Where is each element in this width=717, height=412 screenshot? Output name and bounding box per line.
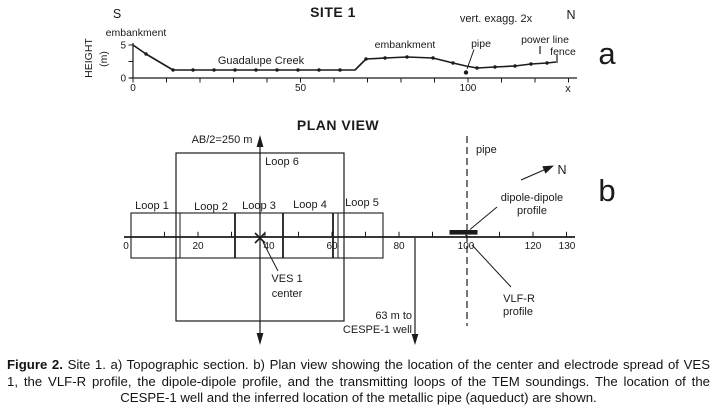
plan-view-title: PLAN VIEW xyxy=(297,117,380,133)
panel-b-plan-view: PLAN VIEW b AB/2=250 m Loop 6 Loop 1 Loo… xyxy=(123,117,616,345)
x-axis-end-label: x xyxy=(565,83,571,95)
caption-line-1: Figure 2. Site 1. a) Topographic section… xyxy=(7,357,710,374)
caption-line-2: 1, the VLF-R profile, the dipole-dipole … xyxy=(7,373,710,389)
loop-2-label: Loop 2 xyxy=(194,201,228,213)
panel-b-letter: b xyxy=(598,173,615,208)
plan-tick-130: 130 xyxy=(559,241,576,252)
x-tick-label-50: 50 xyxy=(295,83,307,94)
x-tick-label-100: 100 xyxy=(460,83,477,94)
profile-station-markers xyxy=(144,52,549,72)
spread-arrowhead-up xyxy=(256,135,264,147)
cespe-arrowhead xyxy=(411,334,419,345)
vlf-label-line2: profile xyxy=(503,306,533,318)
dipole-profile-bar xyxy=(449,230,478,235)
plan-tick-20: 20 xyxy=(192,241,204,252)
site-title: SITE 1 xyxy=(310,4,356,20)
power-line-label: power line xyxy=(521,34,569,46)
caption-line-1-text: Site 1. a) Topographic section. b) Plan … xyxy=(62,357,710,372)
plan-tick-100: 100 xyxy=(458,241,475,252)
cespe-label-line1: 63 m to xyxy=(375,310,412,322)
embankment-right-label: embankment xyxy=(375,39,436,51)
south-label: S xyxy=(113,7,121,21)
x-axis-ticks xyxy=(132,78,569,83)
x-tick-label-0: 0 xyxy=(130,83,136,94)
loop-1-label: Loop 1 xyxy=(135,200,169,212)
north-arrowhead xyxy=(542,165,554,174)
y-tick-label-0: 0 xyxy=(120,74,126,85)
dipole-leader-line xyxy=(469,206,498,230)
ab2-label: AB/2=250 m xyxy=(192,134,253,146)
ves-label-line1: VES 1 xyxy=(271,273,302,285)
panel-a-topographic-section: S SITE 1 vert. exagg. 2x N a embankment … xyxy=(83,4,616,95)
spread-arrowhead-down xyxy=(256,333,264,345)
plan-tick-80: 80 xyxy=(393,241,405,252)
pipe-dot xyxy=(463,70,469,75)
topographic-profile-line xyxy=(132,44,557,71)
creek-label: Guadalupe Creek xyxy=(218,55,305,67)
vlf-leader-line xyxy=(471,244,512,288)
ves-center-x-mark-2 xyxy=(254,232,266,244)
plan-north-label: N xyxy=(557,163,566,177)
ves-label-line2: center xyxy=(272,288,303,300)
ves-leader-line xyxy=(262,241,279,272)
vertical-exaggeration-label: vert. exagg. 2x xyxy=(460,13,533,25)
embankment-left-label: embankment xyxy=(106,27,167,39)
height-axis-units: (m) xyxy=(98,51,110,67)
height-axis-label: HEIGHT xyxy=(83,38,95,78)
plan-tick-120: 120 xyxy=(525,241,542,252)
plan-tick-40: 40 xyxy=(263,241,275,252)
caption-line-3: CESPE-1 well and the inferred location o… xyxy=(120,390,597,405)
figure-caption: Figure 2. Site 1. a) Topographic section… xyxy=(0,357,717,407)
cespe-label-line2: CESPE-1 well xyxy=(343,324,412,336)
plan-axis-ticks xyxy=(130,231,567,237)
plan-tick-60: 60 xyxy=(326,241,338,252)
dipole-label-line2: profile xyxy=(517,205,547,217)
dipole-label-line1: dipole-dipole xyxy=(501,192,563,204)
pipe-label-b: pipe xyxy=(476,144,497,156)
fence-label: fence xyxy=(550,46,576,58)
loop-4-label: Loop 4 xyxy=(293,199,327,211)
north-label: N xyxy=(566,8,575,22)
north-arrow-line xyxy=(520,168,546,181)
panel-a-letter: a xyxy=(598,36,616,71)
loop-3-label: Loop 3 xyxy=(242,200,276,212)
caption-figure-label: Figure 2. xyxy=(7,357,63,372)
loop-6-label: Loop 6 xyxy=(265,156,299,168)
pipe-label-a: pipe xyxy=(471,38,491,50)
pipe-leader-line xyxy=(466,49,475,70)
vlf-label-line1: VLF-R xyxy=(503,293,535,305)
plan-tick-0: 0 xyxy=(123,241,129,252)
loop-5-label: Loop 5 xyxy=(345,197,379,209)
y-tick-label-5: 5 xyxy=(120,41,126,52)
figure-graphic: S SITE 1 vert. exagg. 2x N a embankment … xyxy=(83,4,616,345)
